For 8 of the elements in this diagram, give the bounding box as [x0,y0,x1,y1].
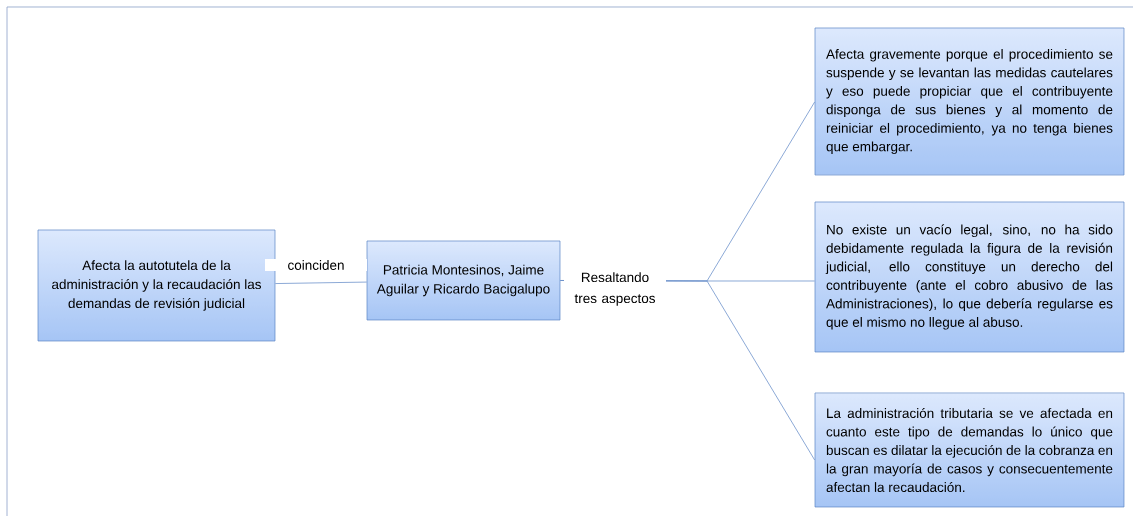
text-box: La administración tributaria se ve afectada en cuanto este tipo de demandas lo único que buscan es dilatar la ejecución de la cobranza en la gran mayoría de casos y consecuentemente afectan la recaudación. [814,392,1125,508]
text-box: Afecta la autotutela de la administración y la recaudación las demandas de revisión judicial [37,229,276,342]
connector-line [274,281,368,284]
text-box: Afecta gravemente porque el procedimiento se suspende y se levantan las medidas cautelares y eso puede propiciar que el contribuyente disponga de sus bienes y al momento de reiniciar el procedimiento, ya no tenga bienes que embargar. [814,27,1125,176]
edge-label: Resaltando tres aspectos [564,271,666,307]
text-box: No existe un vacío legal, sino, no ha sido debidamente regulada la figura de la revisión judicial, ello constituye un derecho del contribuyente (ante el cobro abusivo de las Administraciones), lo que debería regularse es que el mismo no llegue al abuso. [814,201,1125,353]
text-box: Patricia Montesinos, Jaime Aguilar y Ricardo Bacigalupo [366,240,561,321]
edge-label: coinciden [265,259,367,271]
